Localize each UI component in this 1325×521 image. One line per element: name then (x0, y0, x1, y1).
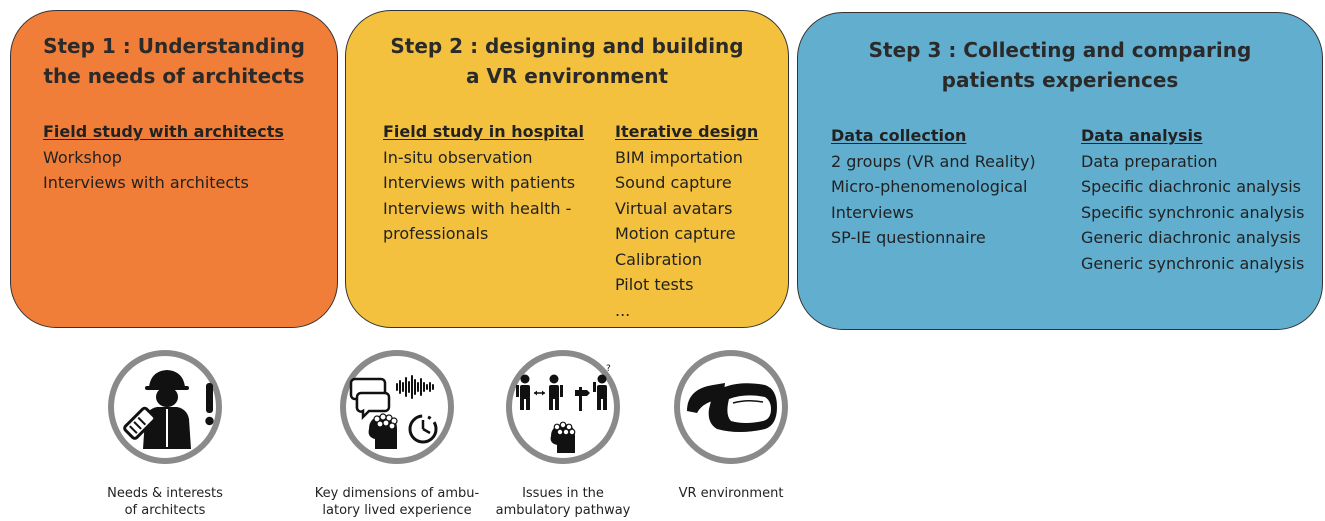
list-item: Sound capture (615, 173, 732, 192)
step-1-title-line-1: Step 1 : Understanding (43, 34, 305, 58)
step-2-box: Step 2 : designing and building a VR env… (345, 10, 789, 328)
column-heading: Field study with architects (43, 122, 284, 141)
step-3-column-data-analysis: Data analysis Data preparation Specific … (1081, 123, 1305, 276)
list-item: Generic diachronic analysis (1081, 228, 1301, 247)
list-item: Micro-phenomenological (831, 177, 1028, 196)
step-1-title-line-2: the needs of architects (43, 64, 305, 88)
list-item: Interviews with health - (383, 198, 572, 218)
caption-line: ambulatory pathway (495, 503, 631, 518)
architect-caption: Needs & interests of architects (90, 485, 240, 519)
caption-line: Issues in the (522, 486, 604, 501)
caption-line: VR environment (678, 486, 784, 501)
list-item: Interviews (831, 202, 914, 222)
list-item: SP-IE questionnaire (831, 228, 986, 247)
lived-experience-caption: Key dimensions of ambu- latory lived exp… (302, 485, 492, 519)
step-2-title-line-1: Step 2 : designing and building (390, 34, 744, 58)
list-item: Interviews with architects (43, 173, 249, 192)
step-3-column-data-collection: Data collection 2 groups (VR and Reality… (831, 123, 1036, 251)
step-1-column-field-study: Field study with architects Workshop Int… (43, 119, 284, 196)
architect-icon (107, 349, 223, 465)
vr-headset-icon (673, 349, 789, 465)
step-1-title: Step 1 : Understanding the needs of arch… (11, 31, 337, 91)
column-heading: Field study in hospital (383, 122, 585, 141)
step-3-title: Step 3 : Collecting and comparing patien… (798, 35, 1322, 95)
list-item: professionals (383, 224, 489, 243)
svg-text:?: ? (606, 364, 611, 374)
list-item: Specific synchronic analysis (1081, 202, 1305, 222)
caption-line: latory lived experience (322, 503, 472, 518)
step-3-title-line-2: patients experiences (941, 68, 1179, 92)
list-item: 2 groups (VR and Reality) (831, 151, 1036, 171)
list-item: Motion capture (615, 224, 736, 243)
caption-line: of architects (124, 503, 206, 518)
column-heading: Data analysis (1081, 126, 1203, 145)
list-item: Data preparation (1081, 151, 1218, 171)
step-2-title: Step 2 : designing and building a VR env… (346, 31, 788, 91)
list-item: Specific diachronic analysis (1081, 177, 1301, 196)
list-item: Calibration (615, 249, 703, 269)
vr-environment-caption: VR environment (661, 485, 801, 502)
caption-line: Needs & interests (107, 486, 223, 501)
ambulatory-pathway-caption: Issues in the ambulatory pathway (478, 485, 648, 519)
list-item: ... (615, 300, 631, 320)
list-item: In-situ observation (383, 147, 533, 167)
step-2-title-line-2: a VR environment (465, 64, 669, 88)
lived-experience-icon (339, 349, 455, 465)
caption-line: Key dimensions of ambu- (314, 486, 480, 501)
ambulatory-pathway-icon: ? (505, 349, 621, 465)
step-3-title-line-1: Step 3 : Collecting and comparing (868, 38, 1252, 62)
list-item: Interviews with patients (383, 173, 576, 192)
step-2-column-iterative-design: Iterative design BIM importation Sound c… (615, 119, 758, 323)
list-item: Workshop (43, 147, 122, 167)
list-item: Pilot tests (615, 275, 694, 294)
step-2-column-field-study: Field study in hospital In-situ observat… (383, 119, 584, 247)
step-3-box: Step 3 : Collecting and comparing patien… (797, 12, 1323, 330)
step-1-box: Step 1 : Understanding the needs of arch… (10, 10, 338, 328)
list-item: Generic synchronic analysis (1081, 253, 1305, 273)
column-heading: Data collection (831, 126, 967, 145)
column-heading: Iterative design (615, 122, 759, 141)
list-item: Virtual avatars (615, 198, 733, 218)
list-item: BIM importation (615, 147, 743, 167)
